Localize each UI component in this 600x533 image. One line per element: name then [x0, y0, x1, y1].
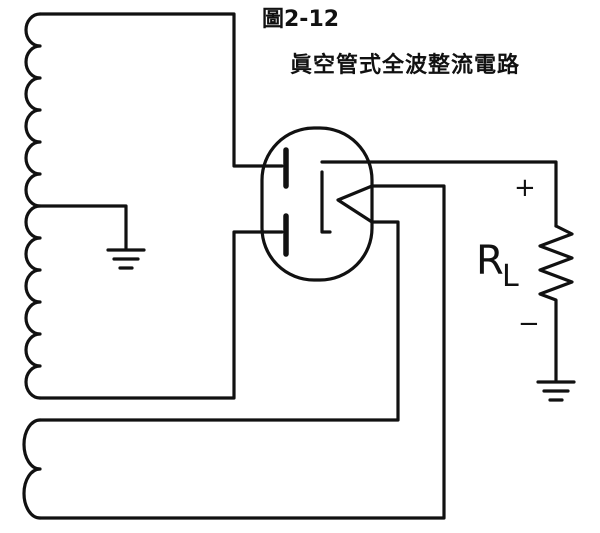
load-resistor-subscript: L: [502, 259, 519, 294]
vacuum-tube-envelope: [260, 126, 374, 282]
center-tap-wire: [38, 204, 128, 250]
filament-wire-left: [38, 220, 400, 422]
filament-wire-right: [38, 184, 446, 520]
tube-filament: [320, 160, 558, 228]
tube-cathode: [320, 170, 332, 234]
diagram-title: 眞空管式全波整流電路: [290, 52, 520, 78]
negative-sign: −: [518, 309, 540, 339]
filament-winding-coil: [22, 418, 42, 520]
ground-symbol-load: [536, 380, 576, 402]
load-resistor-rl: [538, 224, 574, 382]
secondary-winding-coil: [24, 12, 42, 400]
lower-plate-wire: [38, 230, 284, 400]
upper-plate-wire: [38, 12, 284, 168]
load-resistor-label: R: [476, 238, 504, 284]
positive-sign: +: [514, 173, 536, 203]
figure-label: 圖2-12: [262, 7, 339, 32]
ground-symbol-center: [106, 248, 146, 270]
filament-v-shape: [336, 184, 374, 224]
